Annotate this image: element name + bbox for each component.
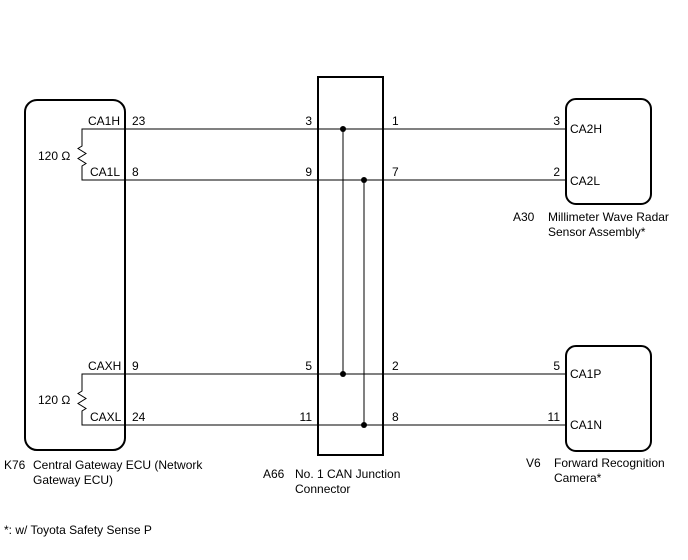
junction-right-pin: 2 bbox=[392, 359, 399, 373]
junction-code: A66 bbox=[263, 467, 285, 481]
ecu-name: Central Gateway ECU (Network bbox=[33, 458, 203, 472]
device-signal-label: CA1P bbox=[570, 367, 601, 381]
junction-right-pin: 8 bbox=[392, 410, 399, 424]
ecu-signal-label: CAXH bbox=[88, 359, 121, 373]
radar-code: A30 bbox=[513, 210, 535, 224]
junction-node bbox=[361, 177, 367, 183]
ecu-signal-label: CA1H bbox=[88, 114, 120, 128]
camera-code: V6 bbox=[526, 456, 541, 470]
radar-name: Sensor Assembly* bbox=[548, 225, 646, 239]
radar-name: Millimeter Wave Radar bbox=[548, 210, 669, 224]
radar-sensor-box bbox=[565, 98, 652, 205]
central-gateway-ecu-box bbox=[24, 99, 126, 451]
device-pin-number: 3 bbox=[553, 114, 560, 128]
junction-name: No. 1 CAN Junction bbox=[295, 467, 400, 481]
termination-resistor-bottom bbox=[77, 373, 125, 426]
junction-node bbox=[340, 371, 346, 377]
junction-left-pin: 5 bbox=[305, 359, 312, 373]
ecu-pin-number: 8 bbox=[132, 165, 139, 179]
junction-right-pin: 1 bbox=[392, 114, 399, 128]
ecu-signal-label: CA1L bbox=[90, 165, 120, 179]
ecu-pin-number: 23 bbox=[132, 114, 146, 128]
footnote: *: w/ Toyota Safety Sense P bbox=[4, 523, 152, 537]
junction-name: Connector bbox=[295, 482, 350, 496]
camera-name: Camera* bbox=[554, 471, 602, 485]
device-pin-number: 2 bbox=[553, 165, 560, 179]
resistor-label-top: 120 Ω bbox=[38, 149, 70, 163]
ecu-name: Gateway ECU) bbox=[33, 473, 113, 487]
camera-name: Forward Recognition bbox=[554, 456, 665, 470]
junction-left-pin: 11 bbox=[300, 410, 313, 424]
ecu-pin-number: 24 bbox=[132, 410, 146, 424]
can-junction-connector-box bbox=[317, 76, 384, 456]
junction-left-pin: 9 bbox=[305, 165, 312, 179]
device-signal-label: CA1N bbox=[570, 418, 602, 432]
resistor-label-bottom: 120 Ω bbox=[38, 393, 70, 407]
termination-resistor-top bbox=[77, 128, 125, 181]
device-pin-number: 11 bbox=[548, 410, 561, 424]
ecu-code: K76 bbox=[4, 458, 26, 472]
junction-node bbox=[361, 422, 367, 428]
device-signal-label: CA2H bbox=[570, 122, 602, 136]
junction-node bbox=[340, 126, 346, 132]
device-signal-label: CA2L bbox=[570, 174, 600, 188]
forward-camera-box bbox=[565, 345, 652, 452]
junction-right-pin: 7 bbox=[392, 165, 399, 179]
device-pin-number: 5 bbox=[553, 359, 560, 373]
junction-left-pin: 3 bbox=[305, 114, 312, 128]
ecu-signal-label: CAXL bbox=[90, 410, 122, 424]
ecu-pin-number: 9 bbox=[132, 359, 139, 373]
